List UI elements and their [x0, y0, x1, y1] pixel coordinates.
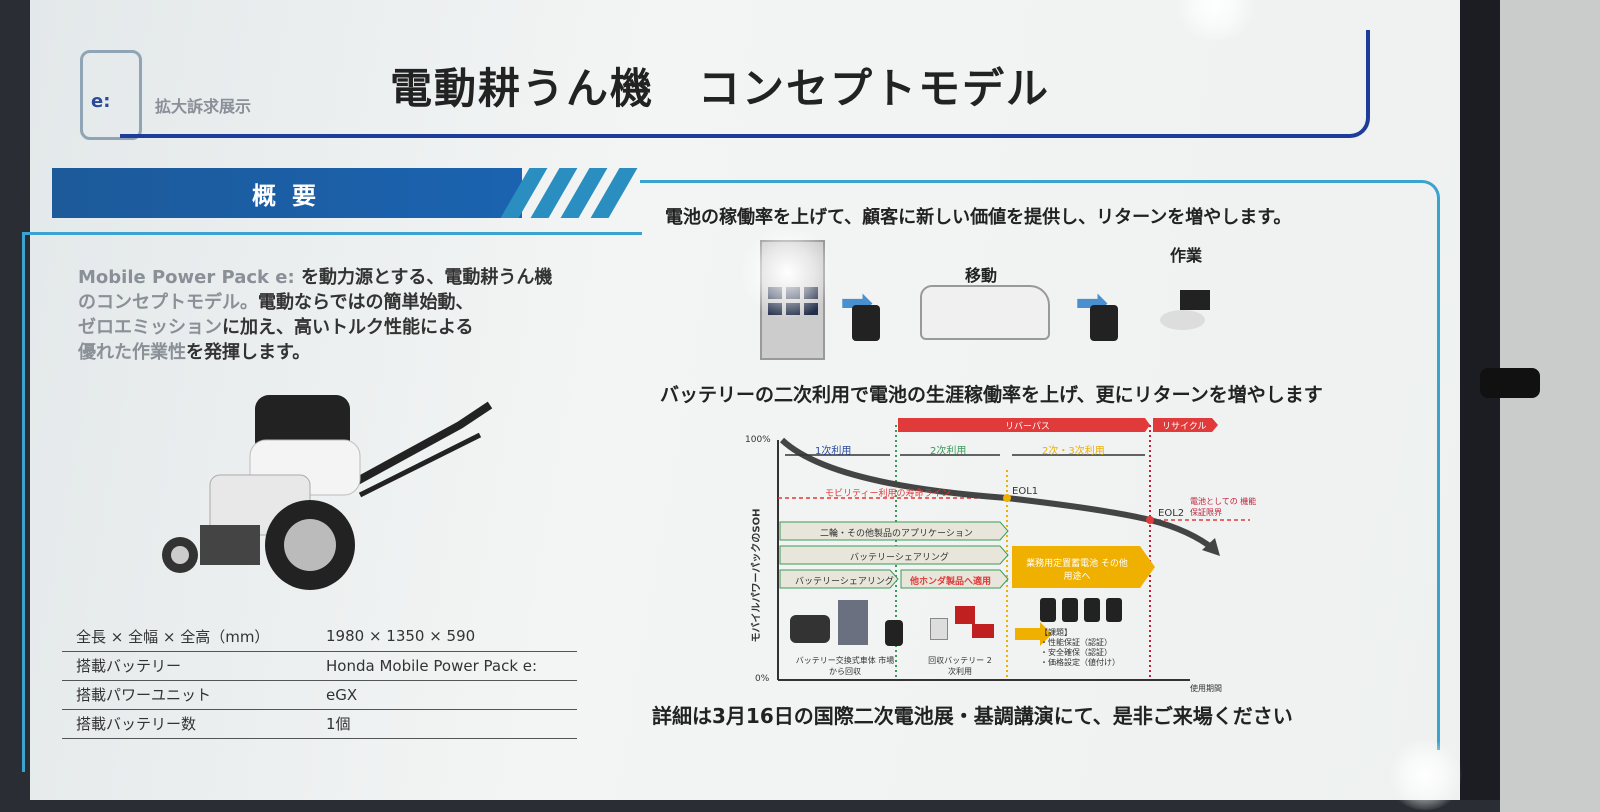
- batteries-image: [1040, 598, 1122, 622]
- snowblower-image: [955, 606, 975, 624]
- battery-icon: [852, 305, 880, 341]
- section-header: 概要: [52, 168, 522, 218]
- lawnmower-image: [972, 624, 994, 638]
- background-wall: [1500, 0, 1600, 812]
- second-third-use-label: 2次・3次利用: [1042, 446, 1105, 457]
- y-bottom-label: 0%: [755, 674, 770, 684]
- generator-image: [930, 618, 948, 640]
- swap-station-image: [838, 600, 868, 645]
- battery-sharing-label-2: バッテリーシェアリング: [795, 577, 894, 587]
- eol1-label: EOL1: [1012, 486, 1039, 497]
- tiller-small-image: [1160, 290, 1240, 340]
- left-frame: [22, 232, 642, 772]
- y-axis-label: モバイルパワーパックのSOH: [751, 508, 763, 643]
- title-frame: [120, 30, 1370, 138]
- first-use-label: 1次利用: [815, 446, 852, 457]
- page-title: 電動耕うん機 コンセプトモデル: [390, 64, 1051, 113]
- tuk-tuk-image: [790, 615, 830, 643]
- phone-logo-icon: e:: [80, 50, 142, 140]
- battery-sharing-label: バッテリーシェアリング: [850, 553, 949, 563]
- issues-list: 【課題】・性能保証（認証）・安全確保（認証）・価格設定（値付け）: [1040, 628, 1120, 667]
- application-label: 二輪・その他製品のアプリケーション: [820, 529, 973, 539]
- light-glare: [740, 225, 835, 320]
- second-use-caption: 回収バッテリー 2次利用: [928, 656, 992, 676]
- function-limit-label: 電池としての 機能保証限界: [1190, 497, 1257, 517]
- reverse-path-label: リバーパス: [1005, 422, 1050, 432]
- headline: 電池の稼働率を上げて、顧客に新しい価値を提供し、リターンを増やします。: [665, 207, 1292, 228]
- move-label: 移動: [965, 266, 998, 285]
- right-frame: [640, 180, 1440, 750]
- work-label: 作業: [1170, 246, 1203, 265]
- description: Mobile Power Pack e: を動力源とする、電動耕うん機 のコンセ…: [78, 267, 553, 363]
- tiller-image: [162, 395, 493, 590]
- x-axis-label: 使用期間: [1190, 684, 1222, 693]
- subtitle: 拡大訴求展示: [155, 97, 252, 116]
- eol2-label: EOL2: [1158, 508, 1185, 519]
- recycle-label: リサイクル: [1162, 422, 1207, 432]
- battery-icon: [885, 620, 903, 646]
- collection-caption: バッテリー交換式車体 市場から回収: [795, 656, 895, 676]
- van-image: [920, 285, 1050, 340]
- battery-icon: [1090, 305, 1118, 341]
- stationary-storage-label: 業務用定置蓄電池 その他用途へ: [1026, 559, 1128, 582]
- mobility-life-line-label: モビリティー利用の寿命ライン: [825, 489, 951, 499]
- footer-note: 詳細は3月16日の国際二次電池展・基調講演にて、是非ご来場ください: [652, 704, 1293, 728]
- mount-knob: [1480, 368, 1540, 398]
- battery-lifecycle-diagram: 100% 0% モバイルパワーパックのSOH 使用期間 リバーパス リサイクル …: [745, 410, 1256, 695]
- second-use-label: 2次利用: [930, 446, 967, 457]
- table-row: 全長 × 全幅 × 全高（mm）1980 × 1350 × 590: [62, 622, 577, 652]
- headline-2: バッテリーの二次利用で電池の生涯稼働率を上げ、更にリターンを増やします: [660, 384, 1323, 406]
- spec-table: 全長 × 全幅 × 全高（mm）1980 × 1350 × 590 搭載バッテリ…: [62, 622, 577, 739]
- y-top-label: 100%: [745, 435, 771, 445]
- light-glare: [1385, 740, 1465, 810]
- other-honda-products-label: 他ホンダ製品へ適用: [910, 577, 992, 587]
